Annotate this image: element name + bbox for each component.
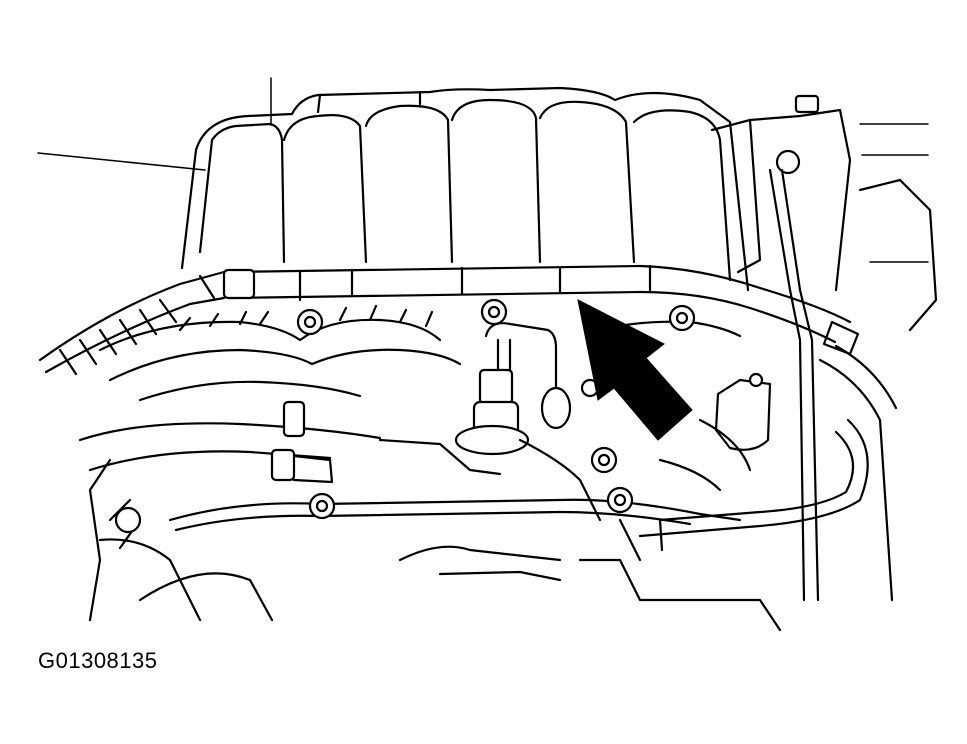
rail-bolts bbox=[296, 298, 696, 336]
engine-base bbox=[88, 400, 782, 632]
left-hose-bundle bbox=[38, 270, 226, 376]
figure-id-code: G01308135 bbox=[38, 648, 158, 673]
leader-lines bbox=[37, 77, 929, 263]
pressure-regulator bbox=[454, 322, 600, 456]
intake-plenum bbox=[180, 86, 750, 292]
lower-runners bbox=[78, 304, 742, 472]
fuel-rail bbox=[222, 264, 860, 356]
right-components bbox=[638, 94, 938, 602]
pointer-arrow bbox=[577, 299, 693, 441]
